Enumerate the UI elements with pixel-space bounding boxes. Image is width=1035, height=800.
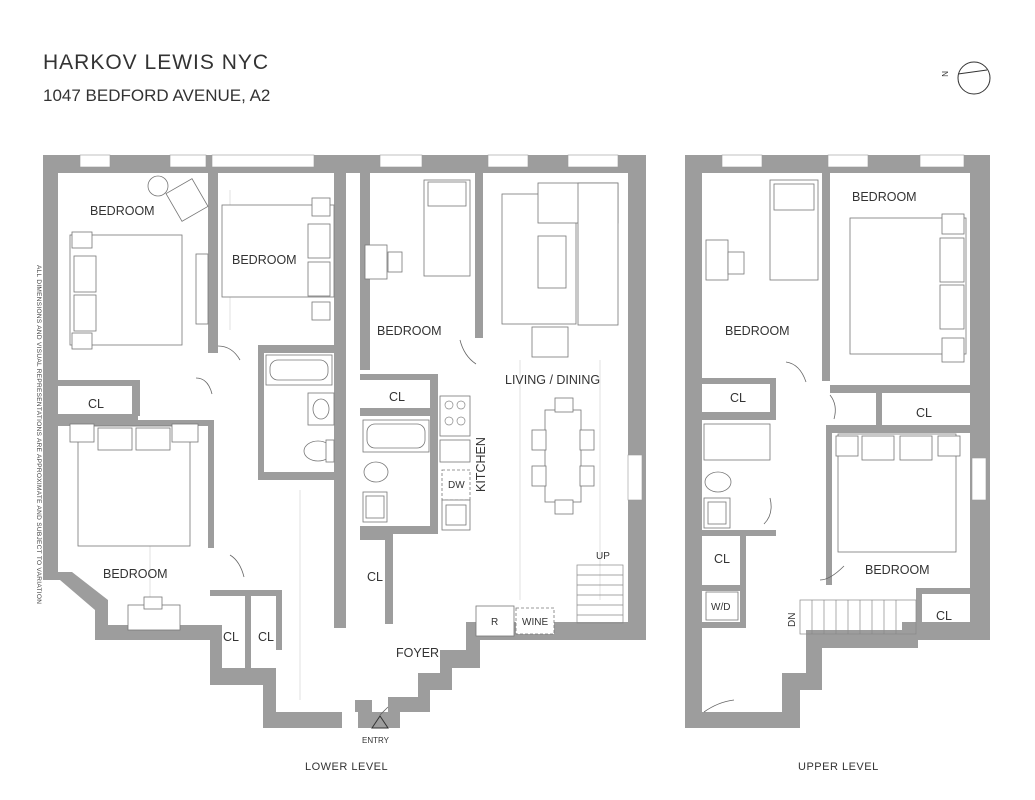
upper-closet-3-label: CL [714, 552, 730, 566]
foyer-label: FOYER [396, 646, 439, 660]
wine-label: WINE [522, 617, 548, 628]
upper-level-label: UPPER LEVEL [798, 761, 879, 773]
lower-closet-5-label: CL [258, 630, 274, 644]
lower-bedroom-3-label: BEDROOM [377, 324, 442, 338]
brand-title: HARKOV LEWIS NYC [43, 51, 270, 74]
lower-level-plan: BEDROOM BEDROOM BEDROOM BEDROOM CL CL CL… [43, 154, 646, 745]
upper-level-plan: BEDROOM BEDROOM BEDROOM CL CL CL CL W/D … [685, 154, 990, 728]
upper-bedroom-2-label: BEDROOM [725, 324, 790, 338]
lower-closet-2-label: CL [389, 390, 405, 404]
lower-closet-4-label: CL [223, 630, 239, 644]
lower-closet-1-label: CL [88, 397, 104, 411]
north-arrow-icon: N [940, 61, 991, 95]
compass-label: N [940, 71, 949, 77]
fridge-label: R [491, 617, 498, 628]
upper-closet-4-label: CL [936, 609, 952, 623]
upper-closet-2-label: CL [916, 406, 932, 420]
upper-closet-1-label: CL [730, 391, 746, 405]
stairs-up-label: UP [596, 551, 610, 562]
address-subtitle: 1047 BEDFORD AVENUE, A2 [43, 86, 271, 105]
upper-bedroom-1-label: BEDROOM [852, 190, 917, 204]
dishwasher-label: DW [448, 480, 465, 491]
kitchen-label: KITCHEN [474, 437, 488, 492]
entry-label: ENTRY [362, 736, 390, 745]
lower-bedroom-2-label: BEDROOM [232, 253, 297, 267]
lower-bedroom-1-label: BEDROOM [90, 204, 155, 218]
wd-label: W/D [711, 602, 730, 613]
living-dining-label: LIVING / DINING [505, 373, 600, 387]
stairs-dn-label: DN [787, 613, 798, 627]
upper-bedroom-3-label: BEDROOM [865, 563, 930, 577]
lower-closet-3-label: CL [367, 570, 383, 584]
lower-bedroom-4-label: BEDROOM [103, 567, 168, 581]
lower-level-label: LOWER LEVEL [305, 761, 389, 773]
